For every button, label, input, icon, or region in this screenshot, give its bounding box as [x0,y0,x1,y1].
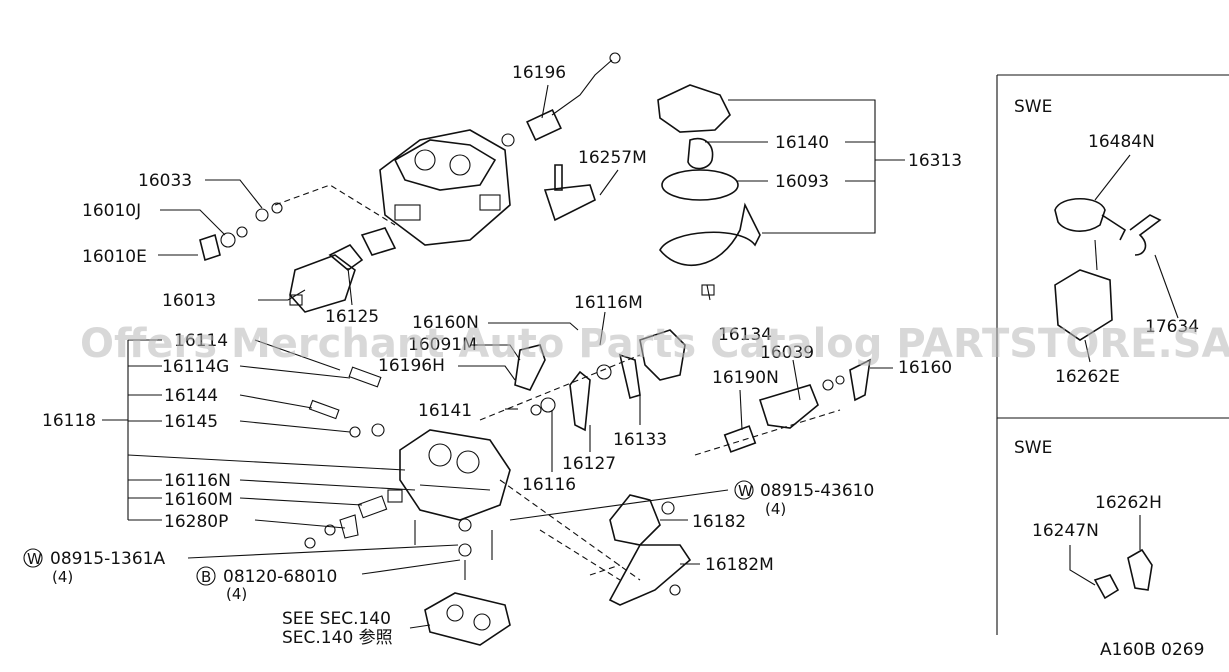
label-16114: 16114 [174,331,228,351]
label-16134: 16134 [718,325,772,345]
watermark-text: Offers Merchant Auto Parts Catalog PARTS… [80,321,1229,367]
diaphragm-and-bracket [608,494,692,606]
label-16182: 16182 [692,512,746,532]
svg-text:(4): (4) [52,568,73,586]
label-16182M: 16182M [705,555,774,575]
solenoid-valve [501,52,621,147]
see-section-note: SEE SEC.140 [282,609,391,629]
label-16125: 16125 [325,307,379,327]
inset-bottom-title: SWE [1014,438,1052,458]
label-16093: 16093 [775,172,829,192]
inset-bottom: SWE 16262H 16247N [996,418,1162,635]
label-16262H: 16262H [1095,493,1162,513]
label-16160: 16160 [898,358,952,378]
linkage-parts [514,164,872,453]
label-16039: 16039 [760,343,814,363]
label-16010J: 16010J [82,201,141,221]
carburetor-body-lower [399,429,511,521]
label-16313: 16313 [908,151,962,171]
label-16127: 16127 [562,454,616,474]
label-16140: 16140 [775,133,829,153]
inset-top-title: SWE [1014,97,1052,117]
label-16484N: 16484N [1088,132,1155,152]
carburetor-body-upper [379,129,511,246]
label-16116: 16116 [522,475,576,495]
small-parts-left [199,202,397,313]
label-16033: 16033 [138,171,192,191]
svg-text:(4): (4) [226,585,247,603]
label-16160N: 16160N [412,313,479,333]
label-16262E: 16262E [1055,367,1120,387]
label-16013: 16013 [162,291,216,311]
label-16145: 16145 [164,412,218,432]
label-16141: 16141 [418,401,472,421]
label-16190N: 16190N [712,368,779,388]
svg-text:08915-43610: 08915-43610 [760,481,874,501]
label-16160M: 16160M [164,490,233,510]
washer-code-08915-1361A: W 08915-1361A (4) [23,548,165,586]
screws-and-jets [304,366,493,580]
label-16133: 16133 [613,430,667,450]
section-reference-note: SEC.140 参照 [282,628,393,648]
label-16116M: 16116M [574,293,643,313]
choke-cover-assembly [657,84,761,301]
label-16196: 16196 [512,63,566,83]
label-16257M: 16257M [578,148,647,168]
label-16280P: 16280P [164,512,228,532]
insulator-gasket [424,592,511,646]
svg-text:W: W [27,550,42,568]
label-16091M: 16091M [408,335,477,355]
label-16010E: 16010E [82,247,147,267]
svg-text:(4): (4) [765,500,786,518]
svg-text:W: W [738,482,753,500]
drawing-code: A160B 0269 [1100,640,1204,660]
svg-text:08120-68010: 08120-68010 [223,567,337,587]
bolt-code-08120-68010: B 08120-68010 (4) [196,566,337,603]
label-16196H: 16196H [378,356,445,376]
washer-code-08915-43610: W 08915-43610 (4) [734,480,874,518]
svg-text:B: B [201,568,211,586]
svg-text:08915-1361A: 08915-1361A [50,549,165,569]
label-16144: 16144 [164,386,218,406]
part-labels: 16196 16257M 16140 16313 16093 16033 160… [42,63,962,575]
label-16116N: 16116N [164,471,231,491]
label-16114G: 16114G [162,357,229,377]
label-16118: 16118 [42,411,96,431]
label-17634: 17634 [1145,317,1199,337]
label-16247N: 16247N [1032,521,1099,541]
